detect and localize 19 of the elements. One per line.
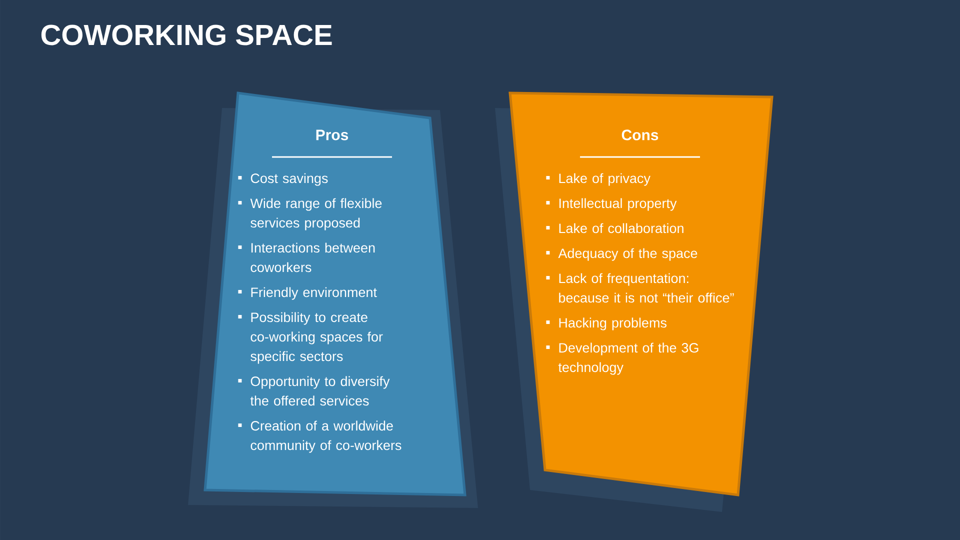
bullet-item: Friendly environment: [238, 287, 377, 300]
bullet-item: Lake of privacy: [546, 173, 650, 186]
bullet-item: Adequacy of the space: [546, 248, 698, 261]
bullet-item: Creation of a worldwide community of co-workers: [238, 420, 402, 453]
bullet-item: Opportunity to diversify the offered services: [238, 376, 390, 406]
panel: [204, 92, 466, 496]
bullet-item: Development of the 3G technology: [546, 342, 698, 375]
panel: [508, 92, 774, 496]
bullet-item: Possibility to create co-working spaces for specific sectors: [238, 312, 383, 364]
bullet-item: Cost savings: [238, 173, 328, 186]
panel-heading: Cons: [622, 130, 658, 140]
bullet-item: Wide range of flexible services proposed: [238, 198, 382, 230]
bullet-item: Interactions between coworkers: [238, 242, 375, 272]
bullet-item: Hacking problems: [546, 318, 666, 330]
bullet-item: Lack of frequentation: because it is not “their office”: [546, 273, 734, 303]
panel-heading: Pros: [316, 130, 348, 140]
bullet-item: Intellectual property: [546, 198, 677, 211]
slide-title: COWORKING SPACE: [41, 24, 332, 46]
bullet-item: Lake of collaboration: [546, 223, 684, 234]
